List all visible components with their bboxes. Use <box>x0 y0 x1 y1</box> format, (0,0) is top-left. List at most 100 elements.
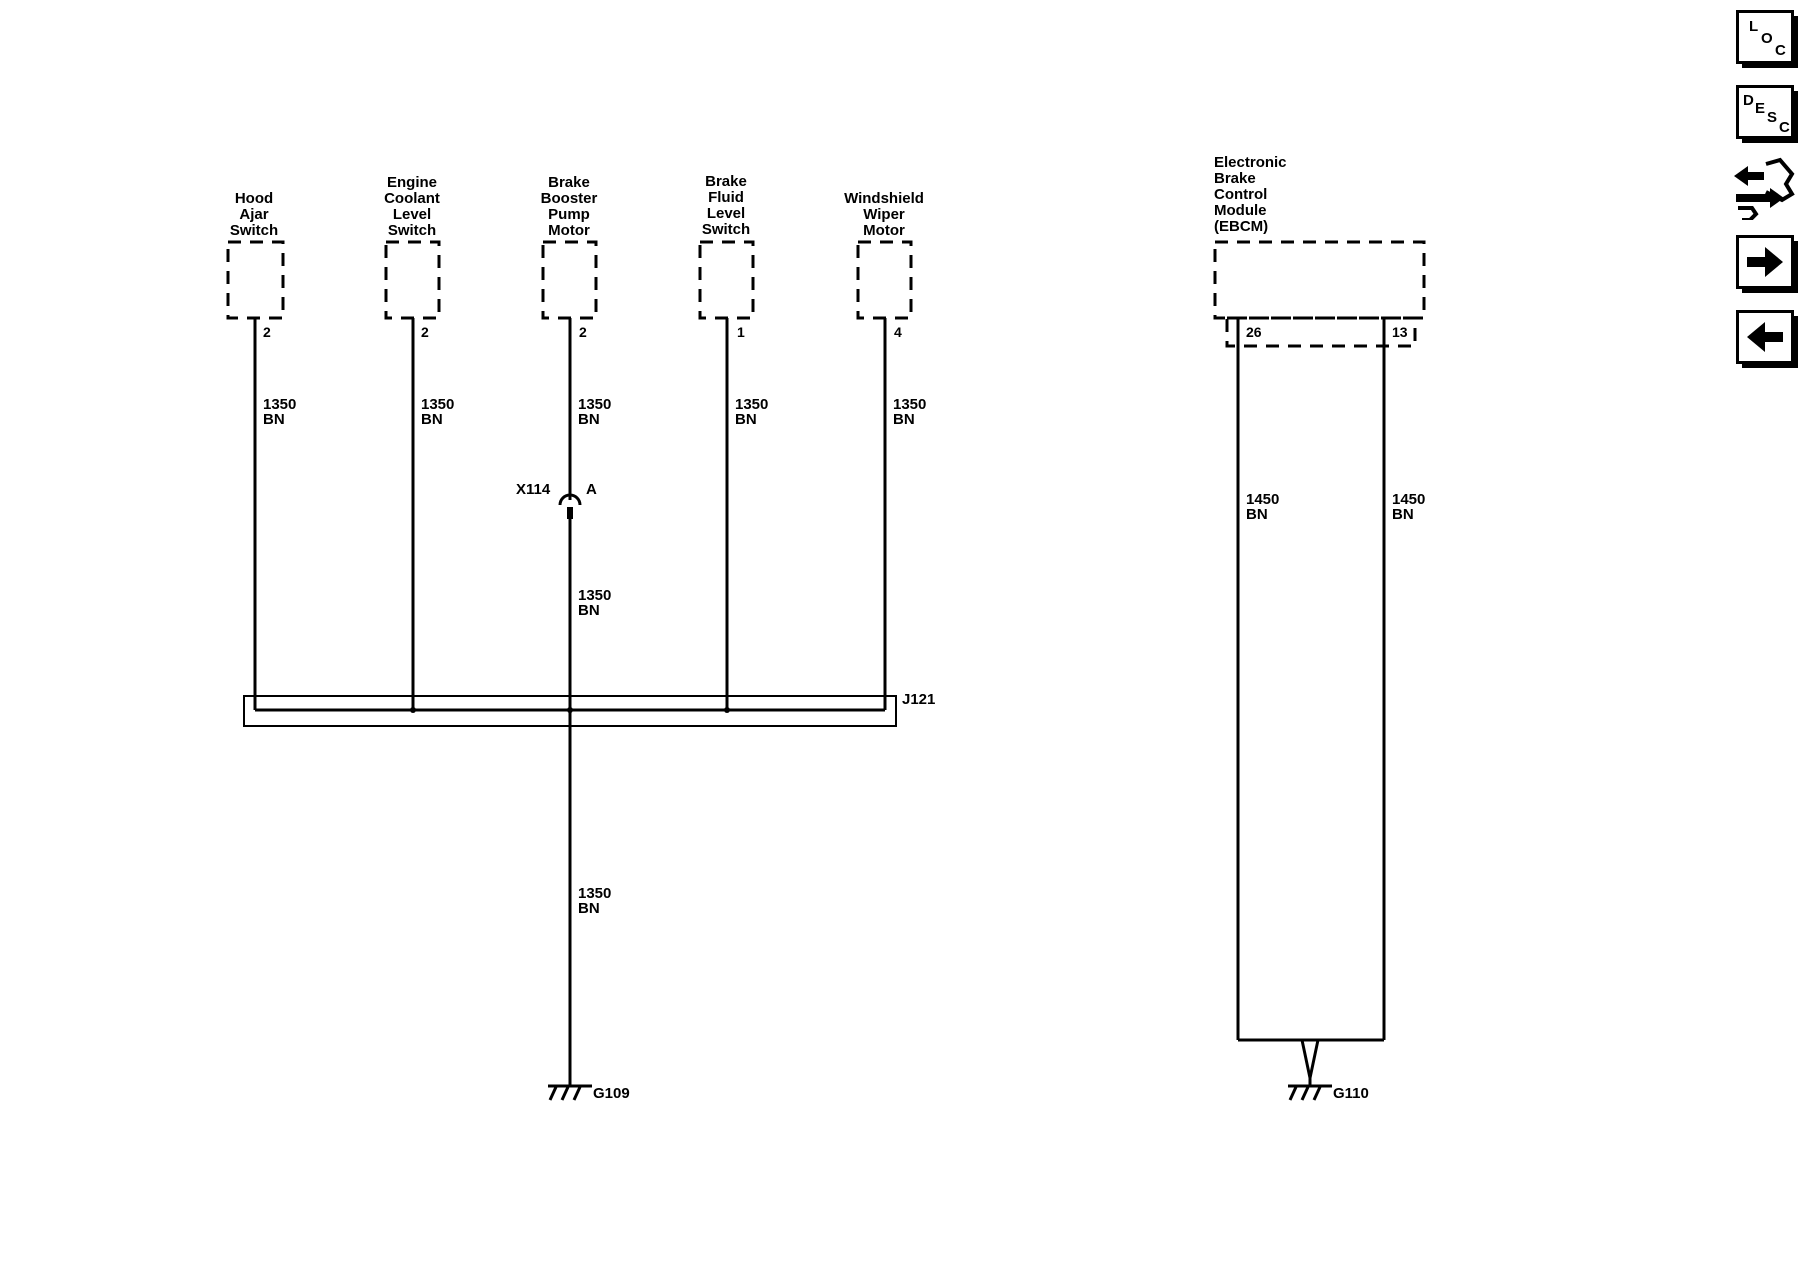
wire-color: BN <box>578 602 600 619</box>
wire-label: 1350 BN <box>263 396 296 428</box>
hood-ajar-switch-box <box>226 240 285 320</box>
wire-color: BN <box>893 411 915 428</box>
wire-label: 1350 BN <box>893 396 926 428</box>
nav-letter: L <box>1749 18 1759 35</box>
label-line: Electronic <box>1214 154 1287 171</box>
pin-number: 1 <box>737 324 745 340</box>
wire-color: BN <box>578 900 600 917</box>
ground-symbol-g110 <box>1288 1078 1332 1101</box>
label-line: Brake <box>705 173 747 190</box>
wire-number: 1350 <box>578 885 611 902</box>
wire-label: 1350 BN <box>578 587 611 619</box>
label-line: Control <box>1214 186 1267 203</box>
label-line: Switch <box>702 221 750 238</box>
wire-number: 1350 <box>578 396 611 413</box>
windshield-wiper-motor-box <box>856 240 913 320</box>
inline-connector-x114 <box>558 493 582 506</box>
label-line: Brake <box>1214 170 1256 187</box>
component-label-ebcm: Electronic Brake Control Module (EBCM) <box>1214 154 1287 235</box>
component-label-windshield-wiper-motor: Windshield Wiper Motor <box>844 190 924 239</box>
wire-number: 1450 <box>1246 491 1279 508</box>
label-line: Engine <box>387 174 437 191</box>
ground-label: G109 <box>593 1085 630 1102</box>
nav-letter: D <box>1743 92 1754 109</box>
label-line: Module <box>1214 202 1267 219</box>
wire-label: 1350 BN <box>578 885 611 917</box>
label-line: Ajar <box>239 206 268 223</box>
wire-label: 1350 BN <box>735 396 768 428</box>
label-line: (EBCM) <box>1214 218 1268 235</box>
label-line: Windshield <box>844 190 924 207</box>
component-label-brake-booster-pump-motor: Brake Booster Pump Motor <box>541 174 598 239</box>
nav-letter: O <box>1761 30 1773 47</box>
arrow-left-icon <box>1747 322 1783 352</box>
location-button[interactable]: L O C <box>1736 10 1798 68</box>
wire-color: BN <box>421 411 443 428</box>
component-label-engine-coolant-level-switch: Engine Coolant Level Switch <box>384 174 440 239</box>
label-line: Fluid <box>708 189 744 206</box>
ebcm-box <box>1213 240 1426 320</box>
splice-pack-j121 <box>243 695 897 727</box>
label-line: Level <box>393 206 431 223</box>
wire-number: 1350 <box>735 396 768 413</box>
description-button[interactable]: D E S C <box>1736 85 1798 143</box>
splice-label: J121 <box>902 691 935 708</box>
splice-dot <box>724 707 730 713</box>
wire-number: 1350 <box>421 396 454 413</box>
connector-id: X114 <box>516 481 551 498</box>
label-line: Switch <box>388 222 436 239</box>
wire-color: BN <box>263 411 285 428</box>
inline-connector-male <box>567 507 573 519</box>
pin-number: 4 <box>894 324 902 340</box>
wire-color: BN <box>735 411 757 428</box>
label-line: Switch <box>230 222 278 239</box>
wire-label: 1450 BN <box>1246 491 1279 523</box>
pin-number: 2 <box>579 324 587 340</box>
nav-letter: C <box>1775 42 1786 59</box>
brake-fluid-level-switch-box <box>698 240 755 320</box>
wire-number: 1350 <box>263 396 296 413</box>
wire-number: 1350 <box>578 587 611 604</box>
label-line: Motor <box>548 222 590 239</box>
wire-label: 1350 BN <box>578 396 611 428</box>
ground-v-junction <box>1300 1039 1320 1079</box>
pin-number: 26 <box>1246 324 1262 340</box>
label-line: Motor <box>863 222 905 239</box>
ground-symbol-g109 <box>548 1084 592 1101</box>
label-line: Wiper <box>863 206 905 223</box>
label-line: Pump <box>548 206 590 223</box>
wire-color: BN <box>1246 506 1268 523</box>
connector-tools-button[interactable] <box>1730 154 1796 222</box>
arrow-right-icon <box>1747 247 1783 277</box>
label-line: Booster <box>541 190 598 207</box>
label-line: Hood <box>235 190 273 207</box>
wire-label: 1450 BN <box>1392 491 1425 523</box>
pin-number: 2 <box>263 324 271 340</box>
label-line: Level <box>707 205 745 222</box>
ebcm-connector-box <box>1225 316 1417 348</box>
label-line: Brake <box>548 174 590 191</box>
wire-label: 1350 BN <box>421 396 454 428</box>
wire-color: BN <box>578 411 600 428</box>
wire-number: 1450 <box>1392 491 1425 508</box>
splice-dot <box>567 707 573 713</box>
connector-tools-icon <box>1734 157 1795 222</box>
wire-color: BN <box>1392 506 1414 523</box>
splice-dot <box>410 707 416 713</box>
nav-letter: C <box>1779 119 1790 136</box>
wire-number: 1350 <box>893 396 926 413</box>
next-page-button[interactable] <box>1736 235 1798 293</box>
connector-pin: A <box>586 481 597 498</box>
label-line: Coolant <box>384 190 440 207</box>
engine-coolant-level-switch-box <box>384 240 441 320</box>
nav-letter: S <box>1767 109 1778 126</box>
pin-number: 2 <box>421 324 429 340</box>
brake-booster-pump-motor-box <box>541 240 598 320</box>
component-label-brake-fluid-level-switch: Brake Fluid Level Switch <box>702 173 750 238</box>
component-label-hood-ajar-switch: Hood Ajar Switch <box>230 190 278 239</box>
pin-number: 13 <box>1392 324 1408 340</box>
nav-letter: E <box>1755 100 1766 117</box>
previous-page-button[interactable] <box>1736 310 1798 368</box>
ground-label: G110 <box>1333 1085 1369 1102</box>
